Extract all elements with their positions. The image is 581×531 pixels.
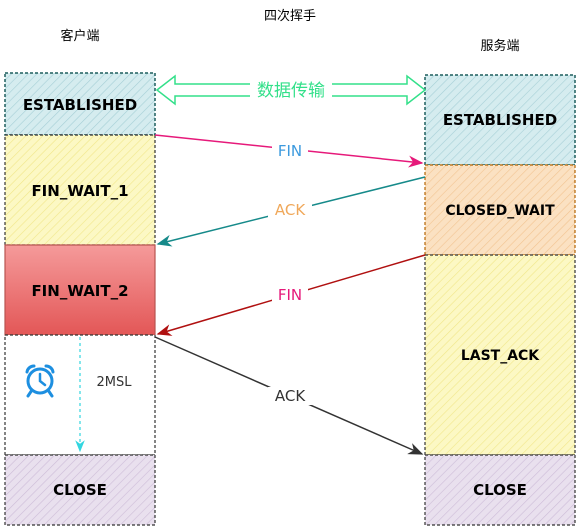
client-close-box — [4, 454, 156, 526]
client-label: 客户端 — [60, 28, 99, 44]
server-state-closed-wait: CLOSED_WAIT — [445, 203, 555, 219]
client-established-box — [4, 72, 156, 136]
diagram-title: 四次挥手 — [264, 8, 316, 24]
data-transfer-label: 数据传输 — [257, 81, 325, 101]
ack-message-2: ACK — [154, 336, 424, 455]
ack-label-2: ACK — [275, 387, 306, 405]
ack-message-1: ACK — [156, 176, 426, 247]
client-state-close: CLOSE — [53, 481, 107, 499]
alarm-clock-icon — [25, 364, 55, 398]
timer-2msl: 2MSL — [25, 337, 133, 453]
client-fin-wait-1-box — [4, 134, 156, 246]
fin-label-1: FIN — [278, 142, 302, 160]
client-fin-wait-2-box — [4, 244, 156, 336]
client-state-fin-wait-1: FIN_WAIT_1 — [31, 182, 128, 200]
server-column: ESTABLISHED CLOSED_WAIT LAST_ACK CLOSE — [424, 74, 576, 526]
server-state-established: ESTABLISHED — [443, 111, 557, 129]
ack-label-1: ACK — [275, 201, 306, 219]
client-state-established: ESTABLISHED — [23, 96, 137, 114]
server-established-box — [424, 74, 576, 166]
server-close-box — [424, 454, 576, 526]
server-last-ack-box — [424, 254, 576, 456]
client-state-fin-wait-2: FIN_WAIT_2 — [31, 282, 128, 300]
server-state-close: CLOSE — [473, 481, 527, 499]
fin-message-2: FIN — [156, 254, 426, 336]
fin-label-2: FIN — [278, 286, 302, 304]
fin-message-1: FIN — [154, 134, 424, 168]
timer-label: 2MSL — [97, 375, 133, 390]
server-label: 服务端 — [480, 38, 519, 54]
client-column: ESTABLISHED FIN_WAIT_1 FIN_WAIT_2 CLOSE — [4, 72, 156, 526]
server-state-last-ack: LAST_ACK — [461, 348, 540, 364]
data-transfer-arrow: 数据传输 — [155, 74, 427, 106]
